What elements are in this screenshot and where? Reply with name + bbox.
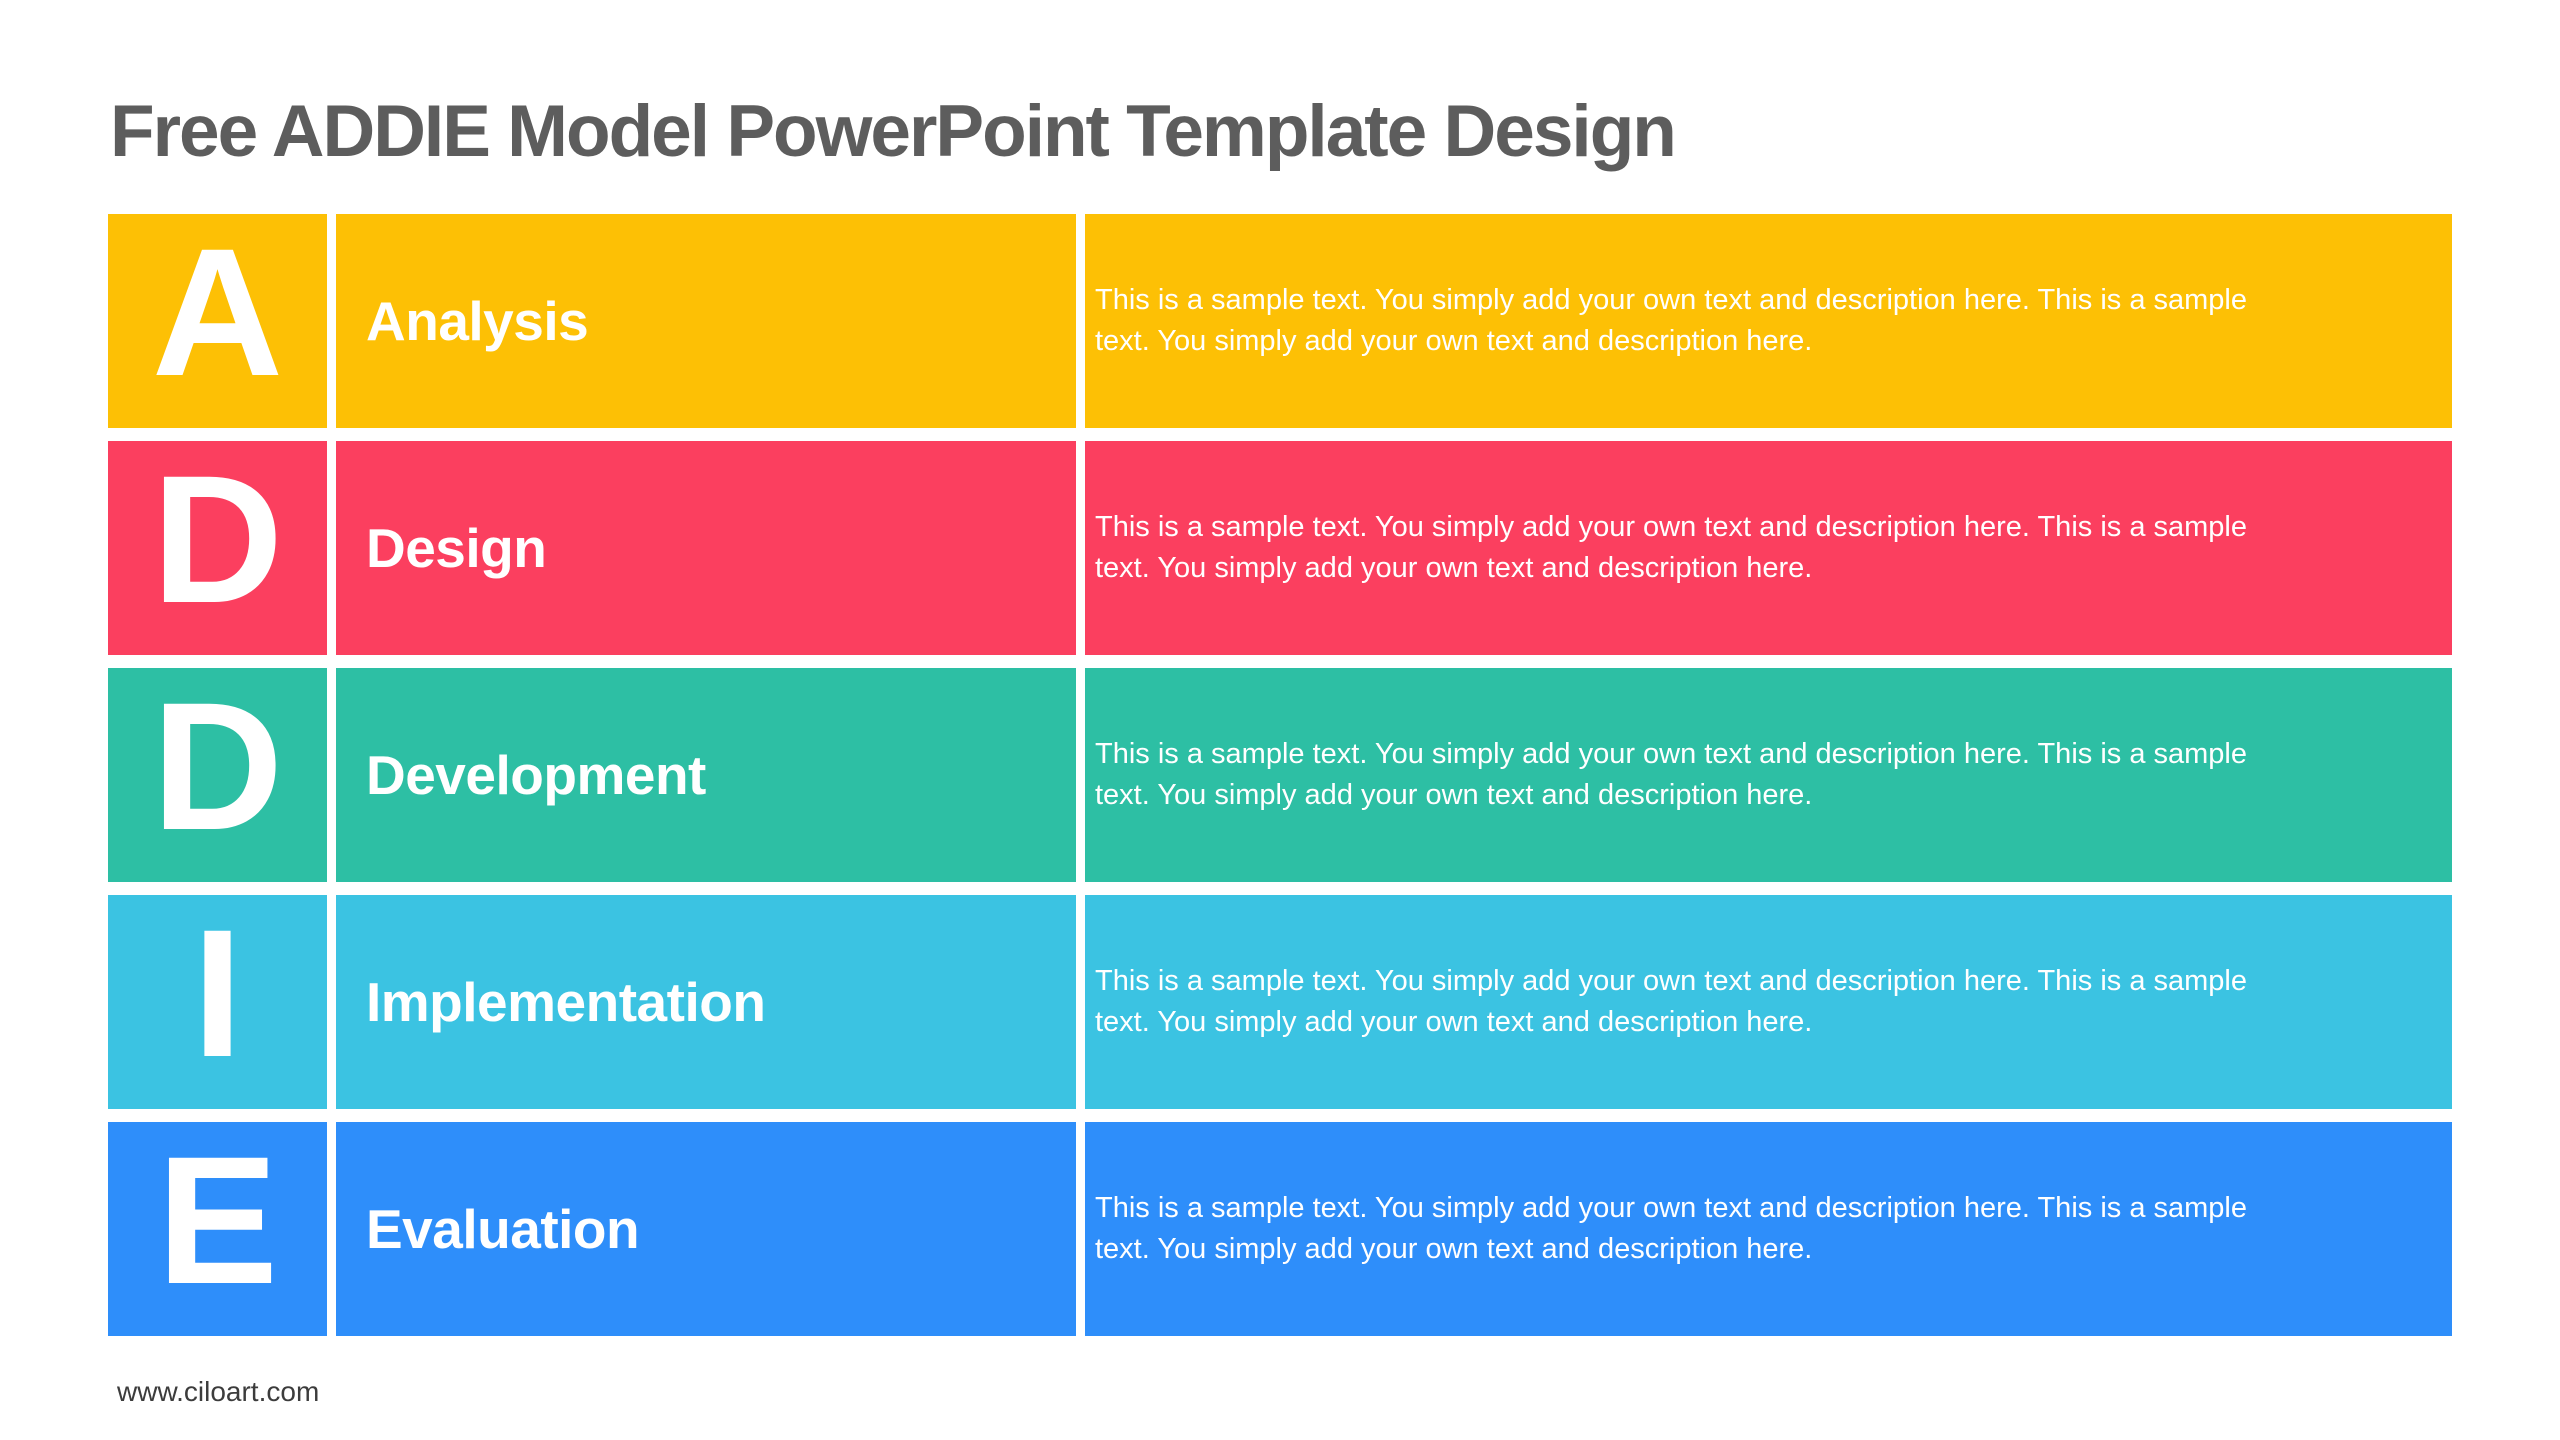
title-cell-design: Design [336, 441, 1076, 655]
row-description-line2: text. You simply add your own text and d… [1095, 1233, 1813, 1265]
letter-cell-implementation: I [108, 895, 327, 1109]
letter-cell-development: D [108, 668, 327, 882]
row-title: Development [366, 743, 706, 806]
row-letter: D [151, 664, 284, 868]
title-cell-analysis: Analysis [336, 214, 1076, 428]
row-description-line2: text. You simply add your own text and d… [1095, 552, 1813, 584]
addie-row-evaluation: E Evaluation This is a sample text. You … [108, 1122, 2452, 1336]
row-letter: D [151, 437, 284, 641]
row-title: Design [366, 516, 547, 579]
row-description-line1: This is a sample text. You simply add yo… [1095, 965, 2247, 997]
row-title: Evaluation [366, 1197, 640, 1260]
letter-cell-evaluation: E [108, 1122, 327, 1336]
description-cell-implementation: This is a sample text. You simply add yo… [1085, 895, 2452, 1109]
row-description-line2: text. You simply add your own text and d… [1095, 1006, 1813, 1038]
row-description-line1: This is a sample text. You simply add yo… [1095, 1192, 2247, 1224]
description-cell-development: This is a sample text. You simply add yo… [1085, 668, 2452, 882]
row-description-line2: text. You simply add your own text and d… [1095, 779, 1813, 811]
addie-row-design: D Design This is a sample text. You simp… [108, 441, 2452, 655]
row-title: Implementation [366, 970, 766, 1033]
row-letter: E [156, 1118, 279, 1322]
title-cell-development: Development [336, 668, 1076, 882]
description-cell-design: This is a sample text. You simply add yo… [1085, 441, 2452, 655]
addie-row-implementation: I Implementation This is a sample text. … [108, 895, 2452, 1109]
addie-row-analysis: A Analysis This is a sample text. You si… [108, 214, 2452, 428]
description-cell-analysis: This is a sample text. You simply add yo… [1085, 214, 2452, 428]
row-letter: A [151, 210, 284, 414]
addie-row-development: D Development This is a sample text. You… [108, 668, 2452, 882]
letter-cell-design: D [108, 441, 327, 655]
row-title: Analysis [366, 289, 589, 352]
title-cell-implementation: Implementation [336, 895, 1076, 1109]
letter-cell-analysis: A [108, 214, 327, 428]
title-cell-evaluation: Evaluation [336, 1122, 1076, 1336]
footer-url: www.ciloart.com [117, 1376, 320, 1407]
row-description-line1: This is a sample text. You simply add yo… [1095, 284, 2247, 316]
row-letter: I [192, 891, 243, 1095]
row-description-line1: This is a sample text. You simply add yo… [1095, 738, 2247, 770]
row-description-line1: This is a sample text. You simply add yo… [1095, 511, 2247, 543]
addie-table: A Analysis This is a sample text. You si… [108, 214, 2452, 1336]
description-cell-evaluation: This is a sample text. You simply add yo… [1085, 1122, 2452, 1336]
page-title: Free ADDIE Model PowerPoint Template Des… [110, 91, 1677, 172]
row-description-line2: text. You simply add your own text and d… [1095, 325, 1813, 357]
